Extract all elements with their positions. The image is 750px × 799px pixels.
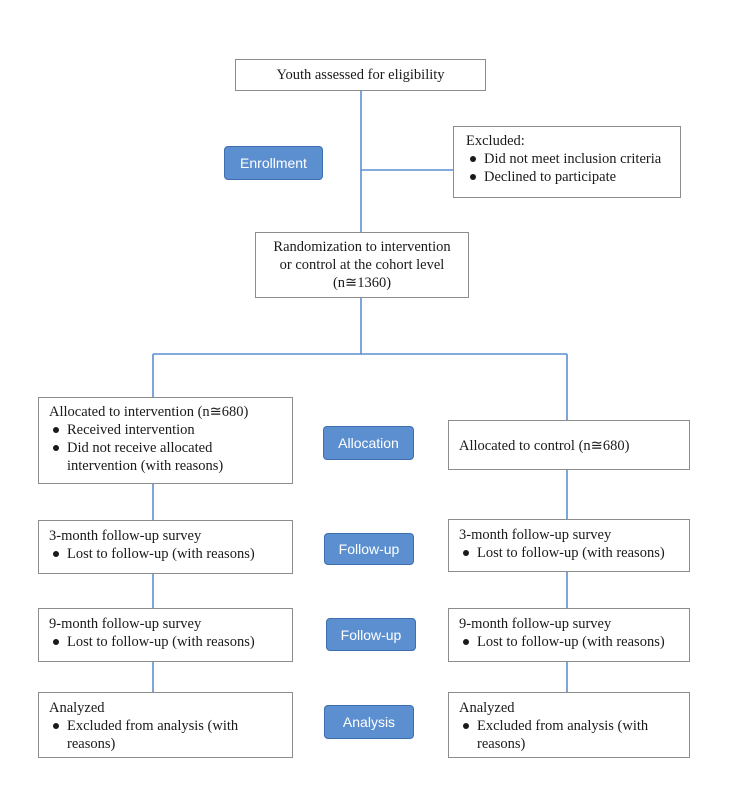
control-3month-item: Lost to follow-up (with reasons) xyxy=(459,544,689,562)
excluded-item: Did not meet inclusion criteria xyxy=(466,150,680,168)
control-9month-title: 9-month follow-up survey xyxy=(459,616,612,632)
control-allocation-box: Allocated to control (n≅680) xyxy=(448,420,690,470)
eligibility-text: Youth assessed for eligibility xyxy=(276,67,445,83)
stage-label-followup-2-text: Follow-up xyxy=(340,626,402,643)
excluded-box: Excluded: Did not meet inclusion criteri… xyxy=(453,126,681,198)
control-analysis-title: Analyzed xyxy=(459,700,515,716)
intervention-analysis-title: Analyzed xyxy=(49,700,105,716)
intervention-3month-box: 3-month follow-up survey Lost to follow-… xyxy=(38,520,293,574)
stage-label-enrollment: Enrollment xyxy=(224,146,323,180)
randomization-line-2: or control at the cohort level xyxy=(279,257,445,273)
randomization-line-3: (n≅1360) xyxy=(332,275,392,291)
stage-label-followup-1-text: Follow-up xyxy=(338,541,400,557)
intervention-3month-title: 3-month follow-up survey xyxy=(49,528,202,544)
excluded-item: Declined to participate xyxy=(466,168,680,186)
control-9month-box: 9-month follow-up survey Lost to follow-… xyxy=(448,608,690,662)
intervention-9month-box: 9-month follow-up survey Lost to follow-… xyxy=(38,608,293,662)
control-analysis-box: Analyzed Excluded from analysis (with re… xyxy=(448,692,690,758)
intervention-allocation-title: Allocated to intervention (n≅680) xyxy=(49,404,249,420)
intervention-9month-item: Lost to follow-up (with reasons) xyxy=(49,633,292,651)
intervention-analysis-box: Analyzed Excluded from analysis (with re… xyxy=(38,692,293,758)
randomization-box: Randomization to intervention or control… xyxy=(255,232,469,298)
control-allocation-title: Allocated to control (n≅680) xyxy=(459,438,630,454)
eligibility-box: Youth assessed for eligibility xyxy=(235,59,486,91)
stage-label-enrollment-text: Enrollment xyxy=(240,155,307,171)
control-3month-box: 3-month follow-up survey Lost to follow-… xyxy=(448,519,690,572)
stage-label-followup-2: Follow-up xyxy=(326,618,416,651)
excluded-title: Excluded: xyxy=(466,133,525,149)
stage-label-allocation-text: Allocation xyxy=(338,435,399,451)
control-3month-title: 3-month follow-up survey xyxy=(459,527,612,543)
intervention-analysis-item: Excluded from analysis (with reasons) xyxy=(49,717,254,753)
intervention-allocation-box: Allocated to intervention (n≅680) Receiv… xyxy=(38,397,293,484)
control-9month-item: Lost to follow-up (with reasons) xyxy=(459,633,689,651)
intervention-9month-title: 9-month follow-up survey xyxy=(49,616,202,632)
stage-label-analysis: Analysis xyxy=(324,705,414,739)
stage-label-followup-1: Follow-up xyxy=(324,533,414,565)
intervention-allocation-item: Did not receive allocated intervention (… xyxy=(49,439,264,475)
intervention-allocation-item: Received intervention xyxy=(49,421,264,439)
randomization-line-1: Randomization to intervention xyxy=(273,239,451,255)
intervention-3month-item: Lost to follow-up (with reasons) xyxy=(49,545,292,563)
stage-label-analysis-text: Analysis xyxy=(342,714,396,730)
control-analysis-item: Excluded from analysis (with reasons) xyxy=(459,717,664,753)
stage-label-allocation: Allocation xyxy=(323,426,414,460)
